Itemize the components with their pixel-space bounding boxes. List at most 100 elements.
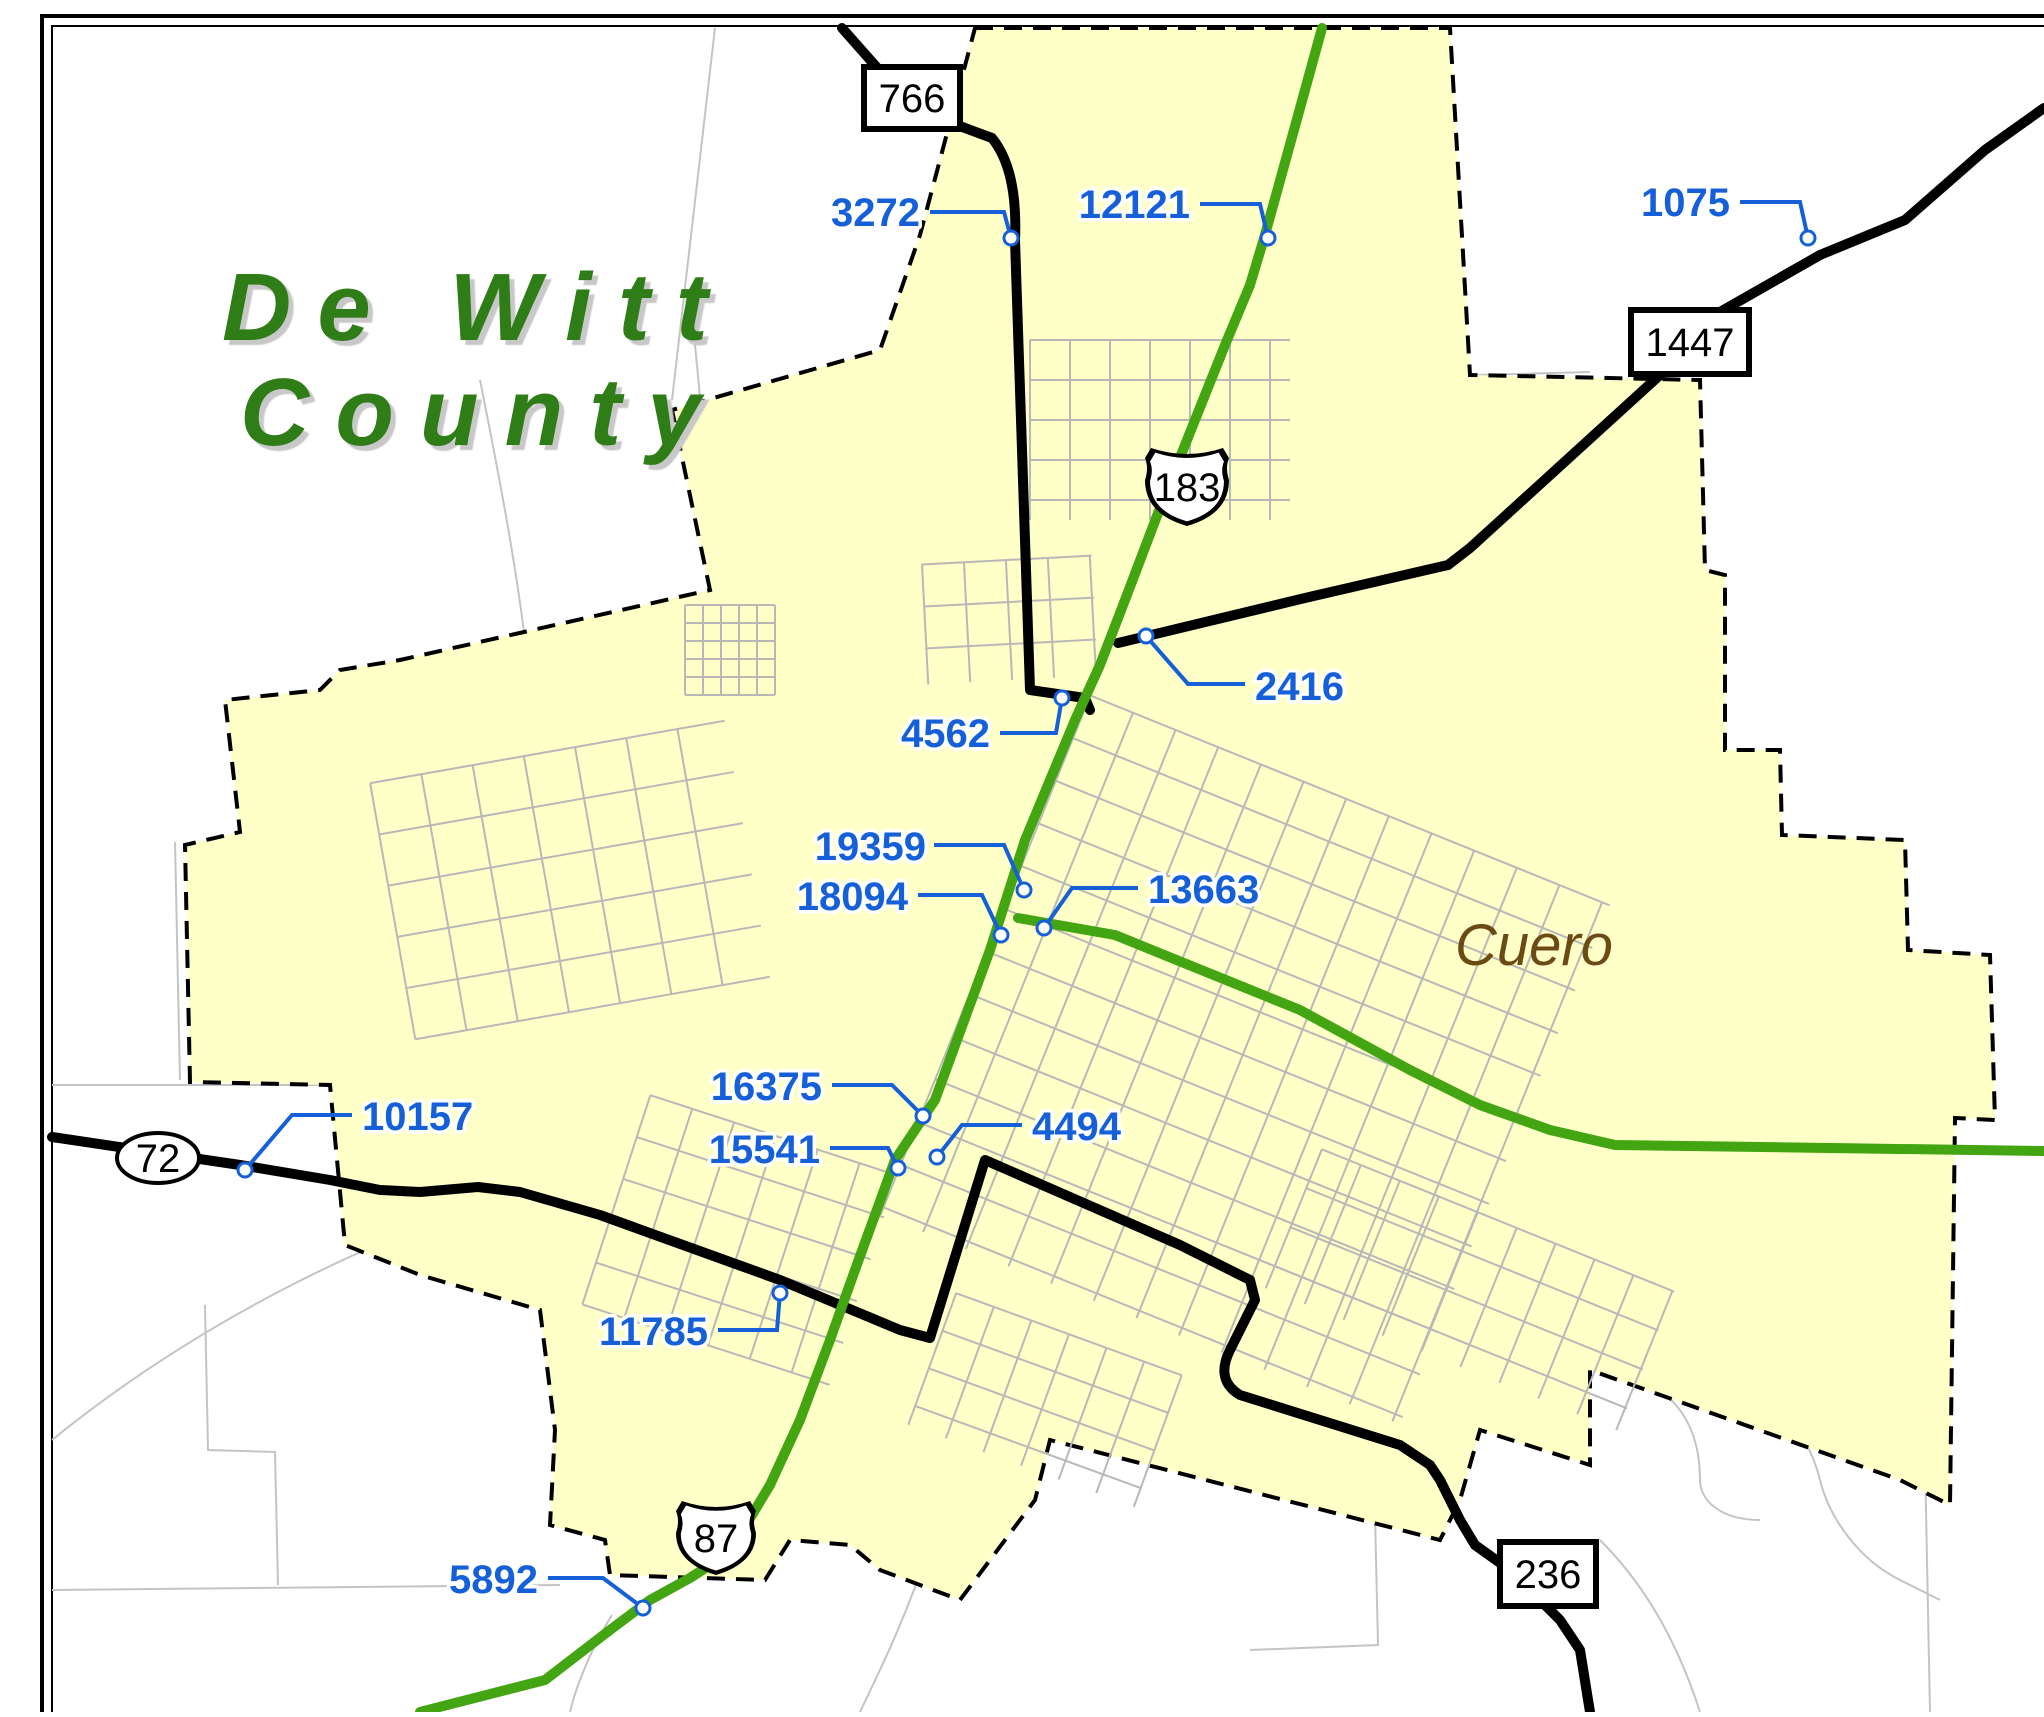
- count-18094-point[interactable]: [992, 926, 1010, 944]
- shield-236: 236: [1497, 1539, 1599, 1609]
- us-87-east-route: [1013, 913, 2044, 1156]
- shield-72-face: [115, 1131, 201, 1185]
- shield-183: 183: [1145, 448, 1229, 526]
- shield-87-number: 87: [694, 1517, 739, 1561]
- city-label: Cuero: [1455, 913, 1613, 978]
- count-12121-label: 12121: [1079, 183, 1190, 227]
- shield-87: 87: [676, 1501, 756, 1575]
- count-3272-label: 3272: [831, 191, 920, 235]
- count-12121-leader: [1200, 202, 1270, 239]
- street: [1303, 1164, 1362, 1305]
- count-1075-point[interactable]: [1799, 229, 1817, 247]
- count-13663-point[interactable]: [1035, 919, 1053, 937]
- street: [1306, 867, 1518, 1388]
- street: [928, 1367, 1155, 1452]
- street: [581, 1094, 652, 1305]
- count-3272-point[interactable]: [1002, 229, 1020, 247]
- count-10157-point[interactable]: [236, 1161, 254, 1179]
- shield-1447-number: 1447: [1646, 321, 1735, 365]
- street: [921, 554, 1092, 566]
- street: [922, 712, 1134, 1233]
- street: [982, 1320, 1033, 1453]
- street: [926, 638, 1097, 650]
- count-11785-leader: [718, 1292, 782, 1332]
- us-183-87-route: [415, 23, 1327, 1717]
- street: [388, 822, 743, 887]
- shield-766-face: [867, 70, 957, 126]
- street: [1321, 1148, 1675, 1293]
- street: [369, 719, 725, 785]
- street: [1072, 737, 1593, 949]
- city-limits-boundary: [182, 26, 1998, 1603]
- street: [406, 924, 761, 990]
- street: [379, 770, 734, 836]
- rural-road: [479, 379, 526, 641]
- street: [1290, 1226, 1644, 1371]
- count-19359-label: 19359: [815, 825, 926, 869]
- count-2416-leader: [1144, 634, 1245, 686]
- street: [790, 1162, 861, 1373]
- count-2416-point[interactable]: [1137, 627, 1155, 645]
- street: [582, 1303, 830, 1386]
- shield-236-number: 236: [1515, 1553, 1582, 1597]
- count-16375-leader: [832, 1083, 925, 1118]
- street: [1038, 822, 1559, 1035]
- count-16375-point[interactable]: [914, 1107, 932, 1125]
- count-4494-leader: [935, 1123, 1022, 1159]
- street: [900, 1163, 1421, 1376]
- street: [1089, 694, 1610, 907]
- shield-1447: 1447: [1628, 307, 1752, 377]
- count-11785-point[interactable]: [771, 1284, 789, 1302]
- count-4494-point[interactable]: [928, 1148, 946, 1166]
- count-13663-leader: [1042, 886, 1138, 930]
- street: [955, 1292, 1183, 1377]
- shield-183-number: 183: [1154, 466, 1221, 510]
- rural-road: [671, 27, 716, 401]
- count-points: [236, 229, 1817, 1617]
- street-grid: [369, 719, 771, 1041]
- count-10157-label: 10157: [362, 1095, 473, 1139]
- count-15541-point[interactable]: [889, 1159, 907, 1177]
- street: [1132, 1374, 1183, 1508]
- street: [1305, 1187, 1659, 1332]
- street: [1004, 560, 1014, 681]
- count-1075-label: 1075: [1641, 181, 1730, 225]
- street: [420, 774, 468, 1031]
- street: [1220, 832, 1433, 1353]
- count-4494-label: 4494: [1032, 1105, 1122, 1149]
- count-4562-label: 4562: [901, 712, 990, 756]
- shield-72-number: 72: [136, 1137, 181, 1181]
- street: [595, 1261, 844, 1344]
- street: [1088, 555, 1098, 676]
- street: [471, 764, 519, 1022]
- shield-1447-face: [1634, 313, 1746, 371]
- rural-road: [1599, 1539, 1701, 1713]
- street: [706, 1135, 777, 1346]
- count-4562-leader: [1000, 697, 1064, 735]
- street: [748, 1149, 819, 1360]
- shield-236-face: [1503, 1545, 1593, 1603]
- count-5892-point[interactable]: [634, 1599, 652, 1617]
- street: [415, 975, 771, 1041]
- count-4562-point[interactable]: [1053, 689, 1071, 707]
- street: [1055, 779, 1576, 992]
- count-12121-point[interactable]: [1259, 229, 1277, 247]
- rural-road: [51, 1584, 561, 1591]
- count-19359-point[interactable]: [1015, 881, 1033, 899]
- count-5892-leader: [548, 1576, 645, 1610]
- count-3272-leader: [930, 210, 1013, 239]
- street: [1020, 1333, 1070, 1467]
- street: [1178, 815, 1390, 1336]
- rural-road: [1924, 1459, 1931, 1713]
- street: [1095, 1361, 1146, 1494]
- county-label-line1: De Witt: [222, 254, 734, 361]
- street: [1046, 557, 1056, 678]
- street: [636, 1136, 885, 1219]
- street-grid: [1264, 1148, 1675, 1431]
- street-grid: [920, 554, 1098, 685]
- shield-87-face: [680, 1505, 752, 1571]
- street: [952, 1035, 1473, 1248]
- count-13663-label: 13663: [1148, 868, 1259, 912]
